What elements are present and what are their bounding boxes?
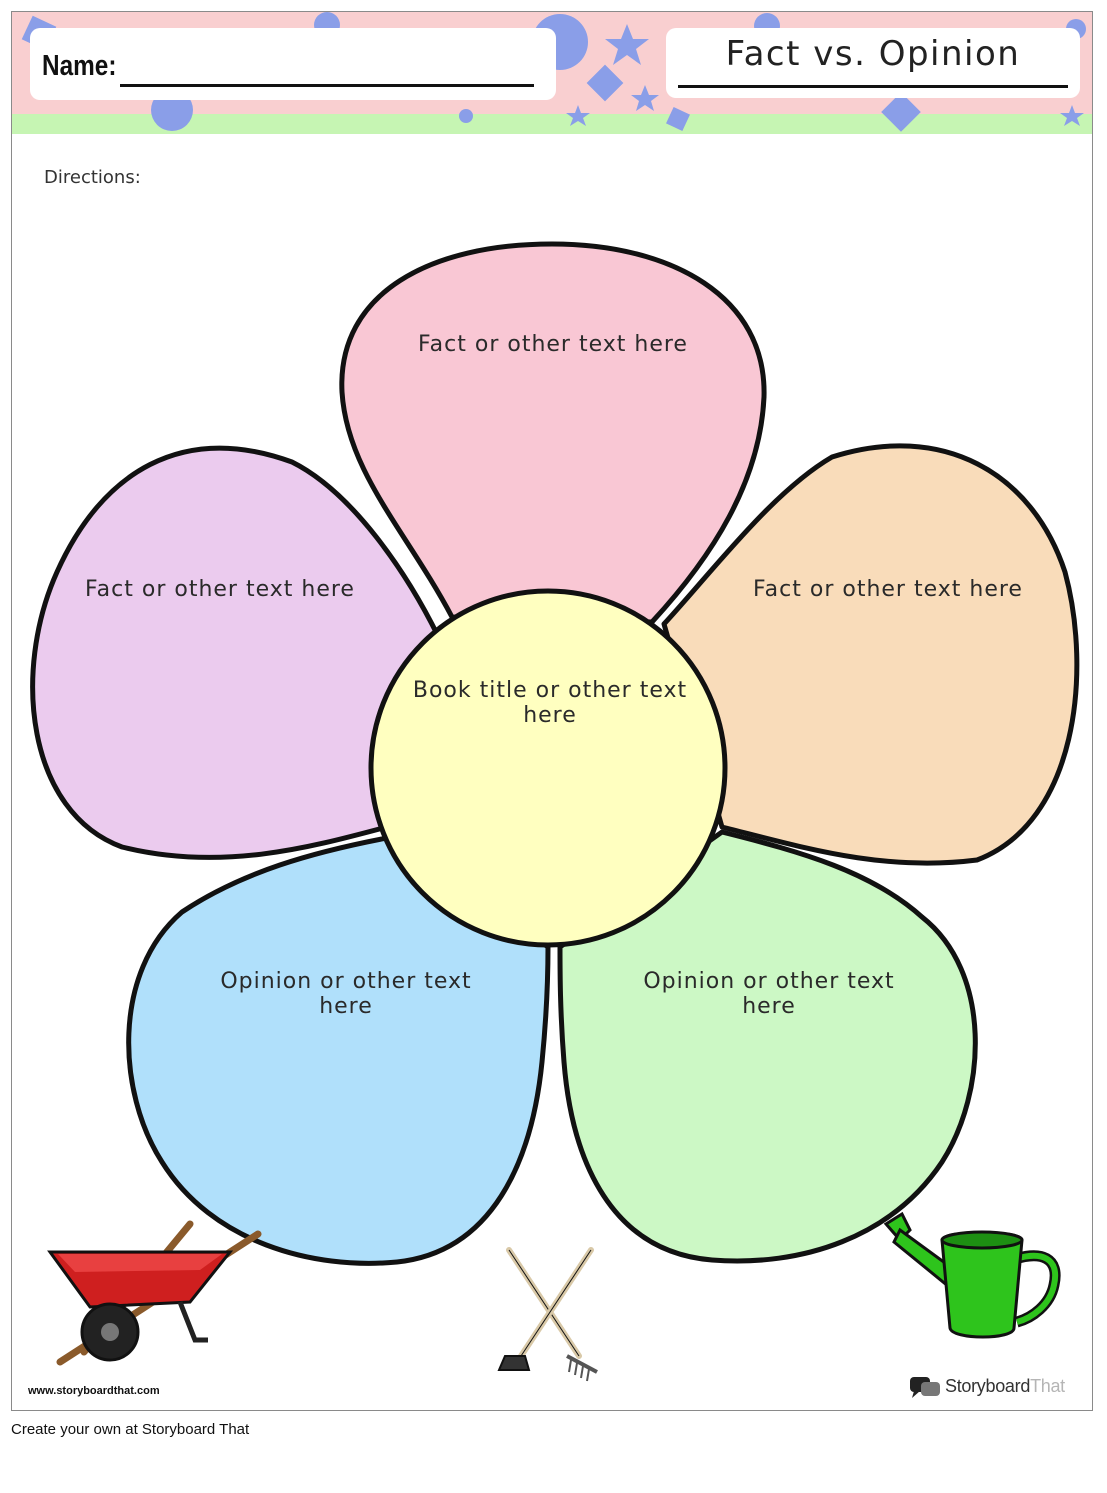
worksheet: Name: Fact vs. Opinion Directions: Fact … xyxy=(11,11,1093,1411)
create-your-own-credit[interactable]: Create your own at Storyboard That xyxy=(11,1421,250,1438)
flower-graphic-organizer xyxy=(30,241,1080,1266)
flower-center[interactable] xyxy=(368,588,728,948)
watering-can-icon xyxy=(883,1211,1061,1339)
speech-bubble-icon xyxy=(910,1377,940,1398)
footer-url[interactable]: www.storyboardthat.com xyxy=(28,1385,160,1397)
title-underline xyxy=(678,85,1068,88)
storyboardthat-logo[interactable]: StoryboardThat xyxy=(908,1374,1065,1402)
petal-upper-left[interactable] xyxy=(30,445,443,860)
title-box: Fact vs. Opinion xyxy=(666,28,1080,98)
name-field[interactable]: Name: xyxy=(30,28,556,100)
petal-top[interactable] xyxy=(339,241,767,625)
garden-tools-icon xyxy=(497,1247,598,1382)
directions-label: Directions: xyxy=(44,167,141,188)
petal-upper-right-text[interactable]: Fact or other text here xyxy=(753,577,1023,602)
brand-storyboard: Storyboard xyxy=(945,1376,1031,1396)
petal-upper-right[interactable] xyxy=(661,443,1080,866)
petal-lower-left-text[interactable]: Opinion or other text here xyxy=(220,969,472,1019)
petal-lower-left[interactable] xyxy=(126,834,551,1266)
petal-top-text[interactable]: Fact or other text here xyxy=(418,332,688,357)
petal-upper-left-text[interactable]: Fact or other text here xyxy=(85,577,355,602)
name-label: Name: xyxy=(42,50,117,82)
name-underline xyxy=(120,84,534,87)
center-text[interactable]: Book title or other text here xyxy=(412,678,688,728)
petal-lower-right-text[interactable]: Opinion or other text here xyxy=(643,969,895,1019)
header-stripe xyxy=(12,114,1092,134)
wheelbarrow-icon xyxy=(47,1220,262,1366)
page-title: Fact vs. Opinion xyxy=(725,34,1021,74)
brand-that: That xyxy=(1030,1376,1065,1396)
petal-lower-right[interactable] xyxy=(557,829,978,1264)
